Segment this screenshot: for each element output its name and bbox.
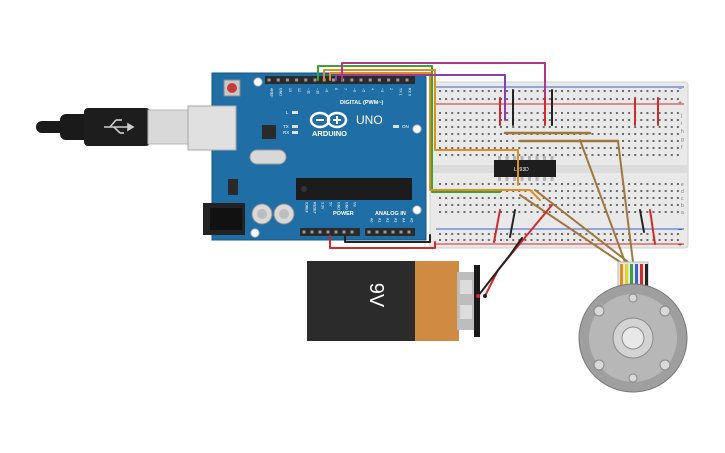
pin-label: RX 0 (408, 88, 412, 96)
row-letter: f (681, 145, 683, 151)
pin-label: TX 1 (398, 88, 402, 96)
pin-label: 3.3V (321, 202, 325, 210)
power-label: POWER (333, 211, 354, 217)
pin-label: 13 (288, 88, 292, 92)
usb-icon (104, 119, 135, 134)
arduino-logo (309, 111, 348, 129)
wire-green (317, 65, 501, 193)
wire-magenta (341, 62, 546, 121)
wire-red-5v (329, 235, 436, 249)
wire-brown-3 (519, 194, 621, 263)
pin-label: 8 (334, 88, 338, 90)
row-letter: j (680, 113, 682, 119)
pin-label: 4 (371, 88, 375, 90)
pin-label: GND (345, 202, 349, 210)
pin-label: 5V (329, 202, 333, 207)
led-l-label: L (286, 110, 289, 115)
pin-label: ~3 (380, 88, 384, 92)
usb-chip (262, 125, 276, 139)
pin-label: GND (279, 88, 283, 96)
wire-orange (323, 69, 519, 186)
pin-label: 7 (343, 88, 347, 90)
on-led-label: ON (402, 124, 409, 129)
pin-label: Vin (353, 202, 357, 207)
rail-minus-bottom: − (678, 227, 682, 234)
analog-header (365, 228, 415, 236)
crystal (249, 149, 287, 165)
brand-label: ARDUINO (312, 129, 347, 138)
pin-label: RESET (313, 202, 317, 215)
pin-label: A5 (410, 218, 414, 222)
pin-label: ~6 (352, 88, 356, 92)
row-letter: g (681, 137, 684, 143)
battery-label: 9V (365, 283, 387, 308)
usb-cable (36, 108, 189, 146)
chip-label: L293D (514, 167, 529, 173)
atmega-chip (296, 178, 412, 200)
row-letter: i (681, 121, 682, 127)
row-letter: e (681, 182, 684, 188)
pin-label: A0 (370, 218, 374, 222)
rail-minus-top: − (678, 86, 682, 93)
wire-battery-black (477, 237, 523, 297)
wire-purple (335, 74, 506, 121)
pin-label: ~11 (306, 88, 310, 94)
battery-9v: 9V (307, 261, 487, 341)
row-letter: c (681, 196, 684, 202)
pin-label: A3 (394, 218, 398, 222)
pin-label: ~5 (362, 88, 366, 92)
usb-port (187, 105, 237, 151)
l293d-chip: L293D (494, 156, 556, 181)
arduino-uno-board: AREF GND 13 12 ~11 ~10 ~9 8 7 ~6 ~5 4 ~3 2 TX 1 RX 0 IO… (187, 72, 427, 241)
pin-label: AREF (270, 88, 274, 98)
wire-black-gnd (344, 234, 431, 243)
wire-brown-1 (579, 139, 626, 263)
rail-plus-bottom: + (678, 242, 682, 249)
pin-label: ~9 (325, 88, 329, 92)
wire-brown-4 (534, 189, 629, 263)
led-tx-label: TX (283, 124, 289, 129)
row-letter: h (681, 129, 684, 135)
pin-label: A4 (402, 218, 406, 222)
pin-label: A1 (378, 218, 382, 222)
pin-label: ~10 (316, 88, 320, 94)
pin-label: IOREF (305, 202, 309, 214)
rail-plus-top: + (678, 100, 682, 107)
digital-header (265, 76, 415, 84)
wires (317, 62, 659, 297)
row-letter: b (681, 203, 684, 209)
pin-label: 2 (389, 88, 393, 90)
analog-label: ANALOG IN (375, 211, 406, 217)
pin-label: A2 (386, 218, 390, 222)
row-letter: a (681, 210, 684, 216)
digital-label: DIGITAL (PWM~) (340, 100, 384, 106)
pin-label: 12 (297, 88, 301, 92)
dc-motor (578, 261, 688, 393)
pin-label: GND (337, 202, 341, 210)
led-rx-label: RX (283, 130, 289, 135)
model-label: UNO (356, 113, 383, 127)
wire-brown-2 (617, 140, 634, 263)
row-letter: d (681, 189, 684, 195)
wire-orange-2 (329, 72, 541, 201)
power-header (300, 228, 360, 236)
